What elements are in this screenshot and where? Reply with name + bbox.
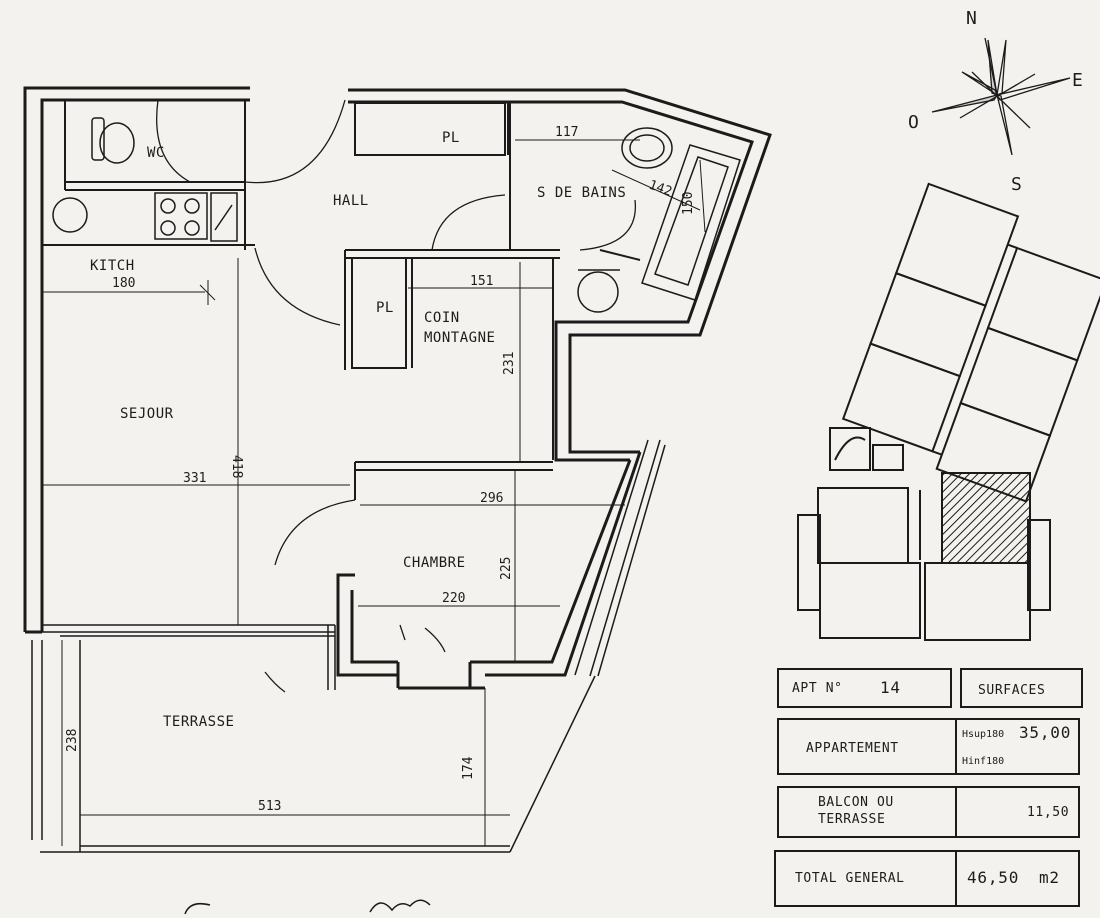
building-key-plan [797,182,1100,641]
balcon-value: 11,50 [1027,805,1069,820]
dim-terrasse-width: 513 [258,799,281,814]
room-bath: S DE BAINS [537,185,626,201]
terrasse-outline [31,624,596,853]
handwritten-mark [184,899,431,915]
compass-rose [931,37,1071,156]
dim-coin-height: 231 [502,352,517,375]
dimension-lines [42,139,706,846]
compass-n: N [966,8,977,29]
surfaces-table [774,668,1083,907]
dim-kitch-width: 180 [112,276,135,291]
dim-chambre-height: 225 [499,557,514,580]
interior-walls [42,100,641,500]
window-lines [574,439,666,677]
balcon-line2: TERRASSE [818,812,885,827]
room-wc: WC [147,145,165,161]
surfaces-table-text: APT N° 14 SURFACES APPARTEMENT Hsup180 3… [792,678,1071,887]
dimension-labels: 180 117 142 150 151 231 418 331 296 225 … [65,125,696,814]
compass-o: O [908,112,919,133]
dim-sejour-width: 331 [183,471,206,486]
room-placard-1: PL [442,130,460,146]
haut-label: Hsup180 [962,729,1004,740]
fixtures [52,117,741,313]
dim-terrasse-right: 174 [461,756,476,780]
dim-coin-width: 151 [470,274,493,289]
dim-bath-tub: 150 [681,192,696,215]
dim-bath-diag: 142 [647,178,674,200]
room-sejour: SEJOUR [120,406,174,422]
total-unit: m2 [1039,868,1060,887]
room-coin-line2: MONTAGNE [424,330,495,346]
room-kitch: KITCH [90,258,135,274]
exterior-walls [23,86,772,690]
dim-chambre-width: 296 [480,491,503,506]
total-label: TOTAL GENERAL [795,871,905,886]
room-chambre: CHAMBRE [403,555,466,571]
door-swings [156,99,636,693]
dim-sejour-height: 418 [229,455,244,478]
dim-terrasse-left: 238 [65,729,80,752]
dim-bath-top: 117 [555,125,578,140]
compass-s: S [1011,174,1022,195]
hinf-label: Hinf180 [962,756,1004,767]
apt-label: APT N° [792,681,843,696]
appartement-label: APPARTEMENT [806,741,899,756]
room-placard-2: PL [376,300,394,316]
apt-number: 14 [880,678,901,697]
compass-labels: N E S O [908,8,1083,195]
highlighted-apartment [941,472,1031,564]
haut-value: 35,00 [1019,723,1071,742]
surfaces-header: SURFACES [978,683,1045,698]
room-coin-line1: COIN [424,310,460,326]
total-value: 46,50 [967,868,1019,887]
room-hall: HALL [333,193,369,209]
room-labels: WC HALL S DE BAINS PL PL KITCH COIN MONT… [90,130,626,730]
compass-e: E [1072,70,1083,91]
balcon-line1: BALCON OU [818,795,894,810]
room-terrasse: TERRASSE [163,714,234,730]
dim-chambre-inner: 220 [442,591,465,606]
